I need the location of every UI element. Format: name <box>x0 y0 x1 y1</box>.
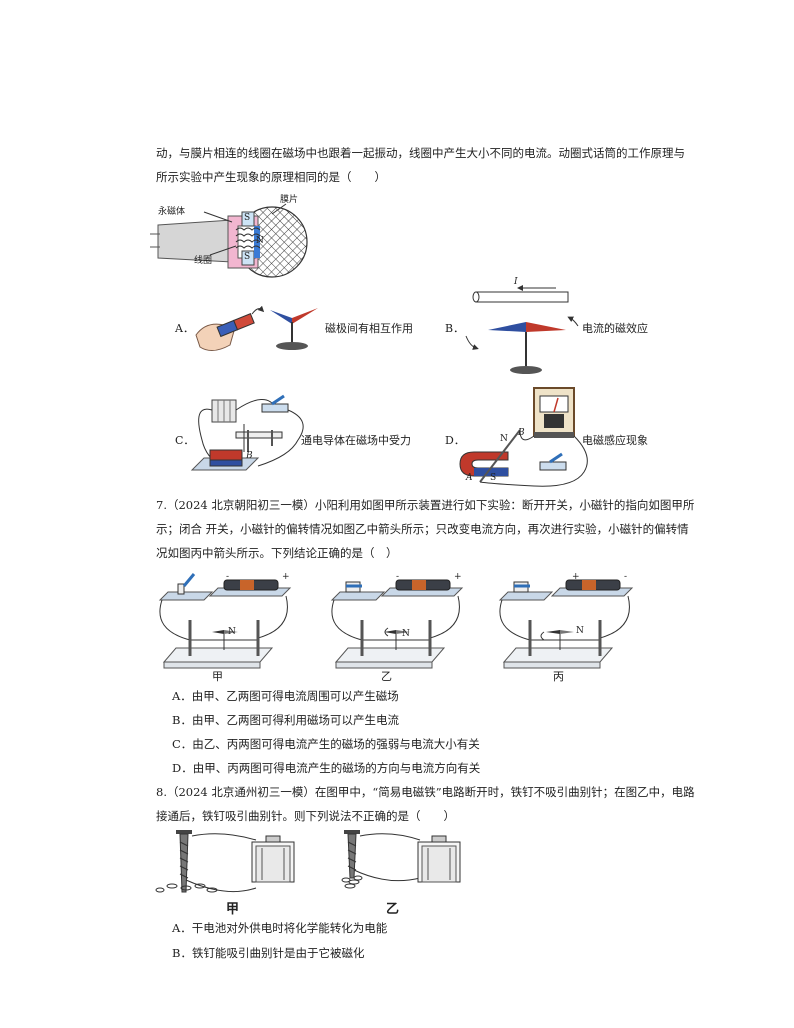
q6-option-b-letter: B． <box>445 322 465 335</box>
q6-intro-line1: 动，与膜片相连的线圈在磁场中也跟着一起振动，线圈中产生大小不同的电流。动圈式话筒… <box>156 146 685 160</box>
q7-choice-d: D．由甲、丙两图可得电流产生的磁场的方向与电流方向有关 <box>172 761 481 775</box>
q8-choice-a: A．干电池对外供电时将化学能转化为电能 <box>172 921 388 935</box>
q7-bing-needle-n: N <box>576 626 584 636</box>
mic-s-bottom-label: S <box>244 252 251 262</box>
option-d-b-label: B <box>518 428 525 438</box>
q6-option-b-text: 电流的磁效应 <box>582 322 648 335</box>
q8-line2: 接通后，铁钉吸引曲别针。则下列说法不正确的是（ ） <box>156 809 455 823</box>
q7-yi-needle-n: N <box>402 629 410 639</box>
q6-intro-line2: 所示实验中产生现象的原理相同的是（ ） <box>156 170 386 184</box>
q8-choice-b: B．铁钉能吸引曲别针是由于它被磁化 <box>172 946 365 960</box>
mic-s-top-label: S <box>244 213 251 223</box>
q6-option-d-letter: D． <box>445 434 465 447</box>
q7-bing-plus: + <box>572 572 580 582</box>
mic-coil-label: 线圈 <box>194 256 213 266</box>
q7-yi-minus: - <box>396 572 400 582</box>
mic-n-label: N <box>256 236 264 246</box>
q7-choice-c: C．由乙、丙两图可得电流产生的磁场的强弱与电流大小有关 <box>172 737 480 751</box>
q7-choice-b: B．由甲、乙两图可得利用磁场可以产生电流 <box>172 713 399 727</box>
q6-option-a-text: 磁极间有相互作用 <box>325 322 413 335</box>
q6-option-c-letter: C． <box>175 434 195 447</box>
option-b-current-label: I <box>514 277 518 287</box>
q7-line2: 示；闭合 开关，小磁针的偏转情况如图乙中箭头所示；只改变电流方向，再次进行实验，… <box>156 522 689 536</box>
q6-option-c-text: 通电导体在磁场中受力 <box>301 434 411 447</box>
q6-option-a-letter: A． <box>175 322 194 335</box>
mic-magnet-label: 永磁体 <box>158 207 186 217</box>
q8-line1: 8.（2024 北京通州初三一模）在图甲中，“简易电磁铁”电路断开时，铁钉不吸引… <box>156 785 695 799</box>
q6-option-d-text: 电磁感应现象 <box>582 434 648 447</box>
q8-fig-label-jia: 甲 <box>226 902 240 917</box>
option-d-s-label: S <box>490 473 497 483</box>
q7-jia-minus: - <box>226 572 230 582</box>
q7-jia-plus: + <box>282 572 290 582</box>
q8-fig-label-yi: 乙 <box>386 902 400 917</box>
q7-line3: 况如图丙中箭头所示。下列结论正确的是（ ） <box>156 546 398 560</box>
q7-line1: 7.（2024 北京朝阳初三一模）小阳利用如图甲所示装置进行如下实验：断开开关，… <box>156 498 695 512</box>
mic-film-label: 膜片 <box>280 195 299 205</box>
q7-fig-label-yi: 乙 <box>381 670 392 683</box>
q7-fig-label-bing: 丙 <box>553 670 564 683</box>
option-d-a-label: A <box>466 473 473 483</box>
option-d-n-label: N <box>500 434 508 444</box>
q7-jia-needle-n: N <box>228 627 236 637</box>
q7-fig-label-jia: 甲 <box>212 670 223 683</box>
q7-choice-a: A．由甲、乙两图可得电流周围可以产生磁场 <box>172 689 399 703</box>
q7-yi-plus: + <box>454 572 462 582</box>
q7-bing-minus: - <box>624 572 628 582</box>
option-c-b-label: B <box>246 451 253 461</box>
